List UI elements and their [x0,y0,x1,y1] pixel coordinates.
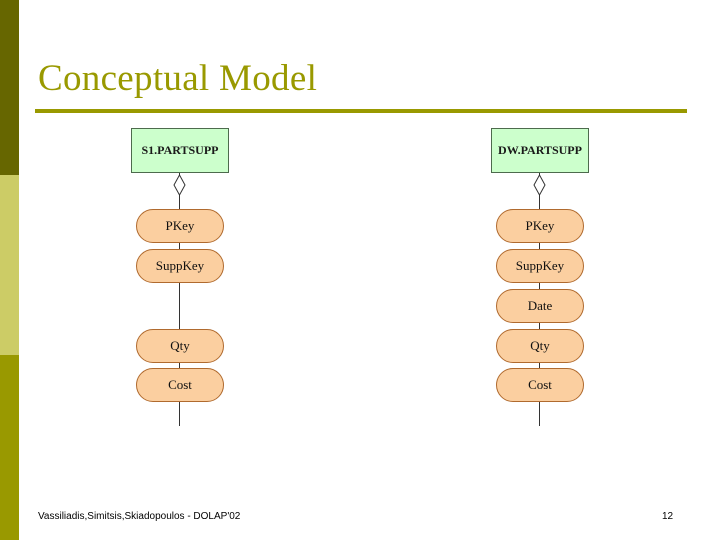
entity-column-warehouse: DW.PARTSUPP PKey SuppKey Date Qty Cost [491,128,589,426]
entity-label: DW.PARTSUPP [498,143,582,157]
sidebar-band-middle [0,175,19,355]
attribute-node-cost-warehouse[interactable]: Cost [496,368,584,402]
attribute-node-pkey-source[interactable]: PKey [136,209,224,243]
aggregation-diamond-icon-warehouse [533,174,546,196]
attribute-label: Qty [530,338,550,353]
attribute-node-qty-warehouse[interactable]: Qty [496,329,584,363]
page-number: 12 [662,511,674,522]
entity-column-source: S1.PARTSUPP PKey SuppKey Qty Cost [131,128,229,426]
attribute-label: PKey [525,218,555,233]
attribute-node-suppkey-source[interactable]: SuppKey [136,249,224,283]
attribute-label: Cost [528,377,552,392]
conceptual-model-diagram: S1.PARTSUPP PKey SuppKey Qty Cost DW.PAR… [131,128,589,426]
attribute-label: Cost [168,377,192,392]
entity-box-warehouse[interactable]: DW.PARTSUPP [491,128,589,173]
sidebar-band-bottom [0,355,19,540]
attribute-label: SuppKey [515,258,565,273]
attribute-label: PKey [165,218,195,233]
attribute-label: SuppKey [155,258,205,273]
footer-citation: Vassiliadis,Simitsis,Skiadopoulos - DOLA… [38,511,241,522]
sidebar-band-top [0,0,19,175]
aggregation-diamond-icon-source [173,174,186,196]
entity-box-source[interactable]: S1.PARTSUPP [131,128,229,173]
page-title: Conceptual Model [38,58,318,99]
entity-label: S1.PARTSUPP [141,143,219,157]
attribute-node-pkey-warehouse[interactable]: PKey [496,209,584,243]
attribute-node-suppkey-warehouse[interactable]: SuppKey [496,249,584,283]
connector-spine-source [179,173,180,426]
attribute-label: Qty [170,338,190,353]
attribute-node-cost-source[interactable]: Cost [136,368,224,402]
title-underline-rule [35,109,687,113]
attribute-node-date-warehouse[interactable]: Date [496,289,584,323]
attribute-node-qty-source[interactable]: Qty [136,329,224,363]
attribute-label: Date [527,298,553,313]
